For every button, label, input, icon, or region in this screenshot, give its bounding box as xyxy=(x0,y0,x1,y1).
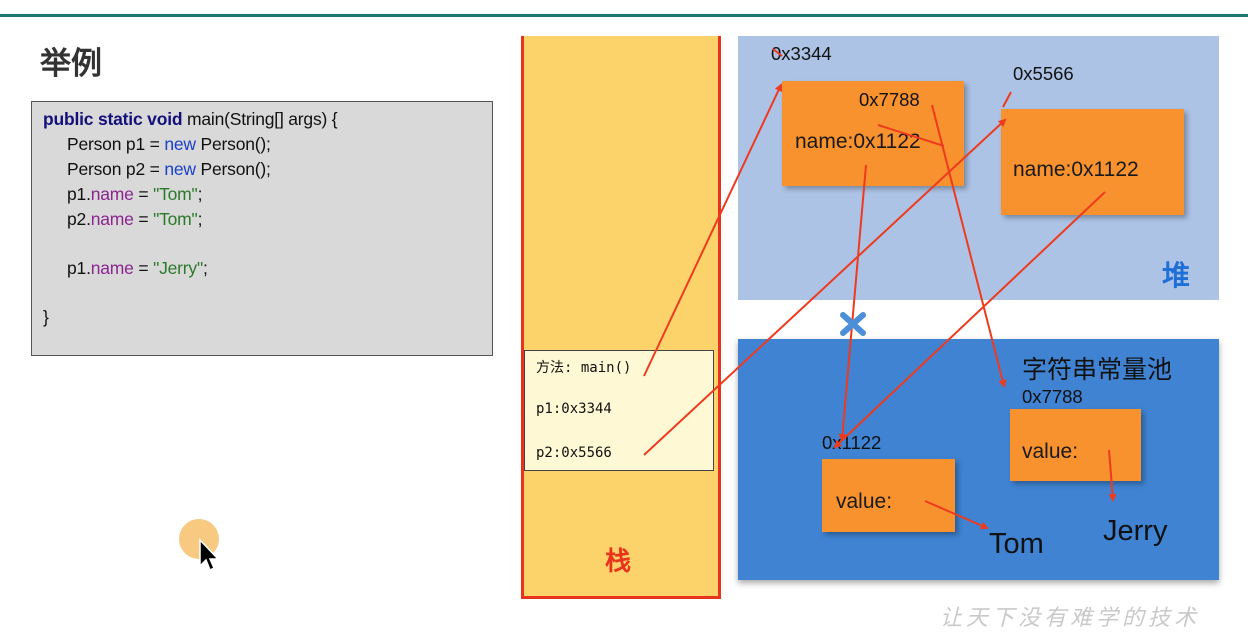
pool-str1-value: Tom xyxy=(989,528,1044,560)
arrow-value-to-jerry xyxy=(1108,449,1117,502)
stack-label: 栈 xyxy=(605,547,632,577)
watermark: 让天下没有难学的技术 xyxy=(940,606,1201,631)
code-field: name xyxy=(90,209,134,229)
code-keyword-new: new xyxy=(164,134,196,154)
code-line-p1-tom: p1.name = "Tom"; xyxy=(67,184,202,205)
code-string: "Jerry" xyxy=(153,258,203,278)
arrow-obj1-name-to-tom-old xyxy=(838,164,867,442)
code-semicolon: ; xyxy=(197,184,203,204)
code-text: Person p2 = xyxy=(67,159,165,179)
heap-obj1-address: 0x3344 xyxy=(771,43,832,64)
heap-obj1-name-field: name:0x1122 xyxy=(795,130,921,153)
code-text: Person(); xyxy=(195,159,271,179)
heap-obj2-name-field: name:0x1122 xyxy=(1013,158,1139,181)
heap-object-p1 xyxy=(782,81,964,186)
heap-obj2-address: 0x5566 xyxy=(1013,63,1074,84)
code-field: name xyxy=(90,258,134,278)
string-pool-label: 字符串常量池 xyxy=(1022,355,1173,384)
code-line-p1-jerry: p1.name = "Jerry"; xyxy=(67,258,208,279)
cross-mark-icon xyxy=(840,312,866,336)
code-keywords: public static void xyxy=(43,109,183,129)
cursor-icon xyxy=(199,538,220,572)
pool-string-tom xyxy=(822,459,955,532)
pool-str1-value-label: value: xyxy=(836,490,893,513)
slide-top-bar xyxy=(0,0,1248,17)
stack-frame-main: 方法: main() p1:0x3344 p2:0x5566 xyxy=(524,350,714,471)
code-text: main(String[] args) { xyxy=(182,109,338,129)
heap-object-p2 xyxy=(1001,109,1184,215)
pool-string-jerry xyxy=(1010,409,1141,481)
code-semicolon: ; xyxy=(197,209,203,229)
code-object: p1. xyxy=(67,258,91,278)
code-string: "Tom" xyxy=(153,184,198,204)
arrow-p1-to-obj1 xyxy=(643,83,783,377)
arrow-p2-to-obj2 xyxy=(643,118,1007,456)
slide-title: 举例 xyxy=(40,46,102,82)
code-line-new-p1: Person p1 = new Person(); xyxy=(67,134,271,155)
code-equals: = xyxy=(133,258,154,278)
code-string: "Tom" xyxy=(153,209,198,229)
code-equals: = xyxy=(133,184,154,204)
frame-method: 方法: main() xyxy=(536,360,632,376)
code-line-p2-tom: p2.name = "Tom"; xyxy=(67,209,202,230)
pool-str2-value-label: value: xyxy=(1022,440,1079,463)
frame-p1: p1:0x3344 xyxy=(536,401,612,417)
code-line-main-signature: public static void main(String[] args) { xyxy=(43,109,338,130)
code-object: p1. xyxy=(67,184,91,204)
heap-obj1-inner-address: 0x7788 xyxy=(859,89,920,110)
stack-area xyxy=(521,36,721,599)
code-equals: = xyxy=(133,209,154,229)
code-line-close-brace: } xyxy=(43,307,49,327)
pool-str2-address: 0x7788 xyxy=(1022,386,1083,407)
code-keyword-new: new xyxy=(164,159,196,179)
arrow-obj2-name-to-tom xyxy=(833,191,1106,449)
address-tick-obj2 xyxy=(1002,91,1012,108)
pool-str2-value: Jerry xyxy=(1103,515,1168,547)
code-semicolon: ; xyxy=(203,258,208,278)
code-field: name xyxy=(90,184,134,204)
frame-p2: p2:0x5566 xyxy=(536,445,612,461)
code-object: p2. xyxy=(67,209,91,229)
address-tick-obj1 xyxy=(772,48,783,57)
arrow-obj1-name-to-jerry xyxy=(931,104,1007,388)
code-text: Person p1 = xyxy=(67,134,165,154)
code-line-new-p2: Person p2 = new Person(); xyxy=(67,159,271,180)
arrow-obj1-field-edit-stroke xyxy=(877,124,945,147)
code-text: Person(); xyxy=(195,134,271,154)
code-block: public static void main(String[] args) {… xyxy=(31,101,493,356)
arrow-value-to-tom xyxy=(924,500,989,530)
heap-label: 堆 xyxy=(1162,259,1191,292)
